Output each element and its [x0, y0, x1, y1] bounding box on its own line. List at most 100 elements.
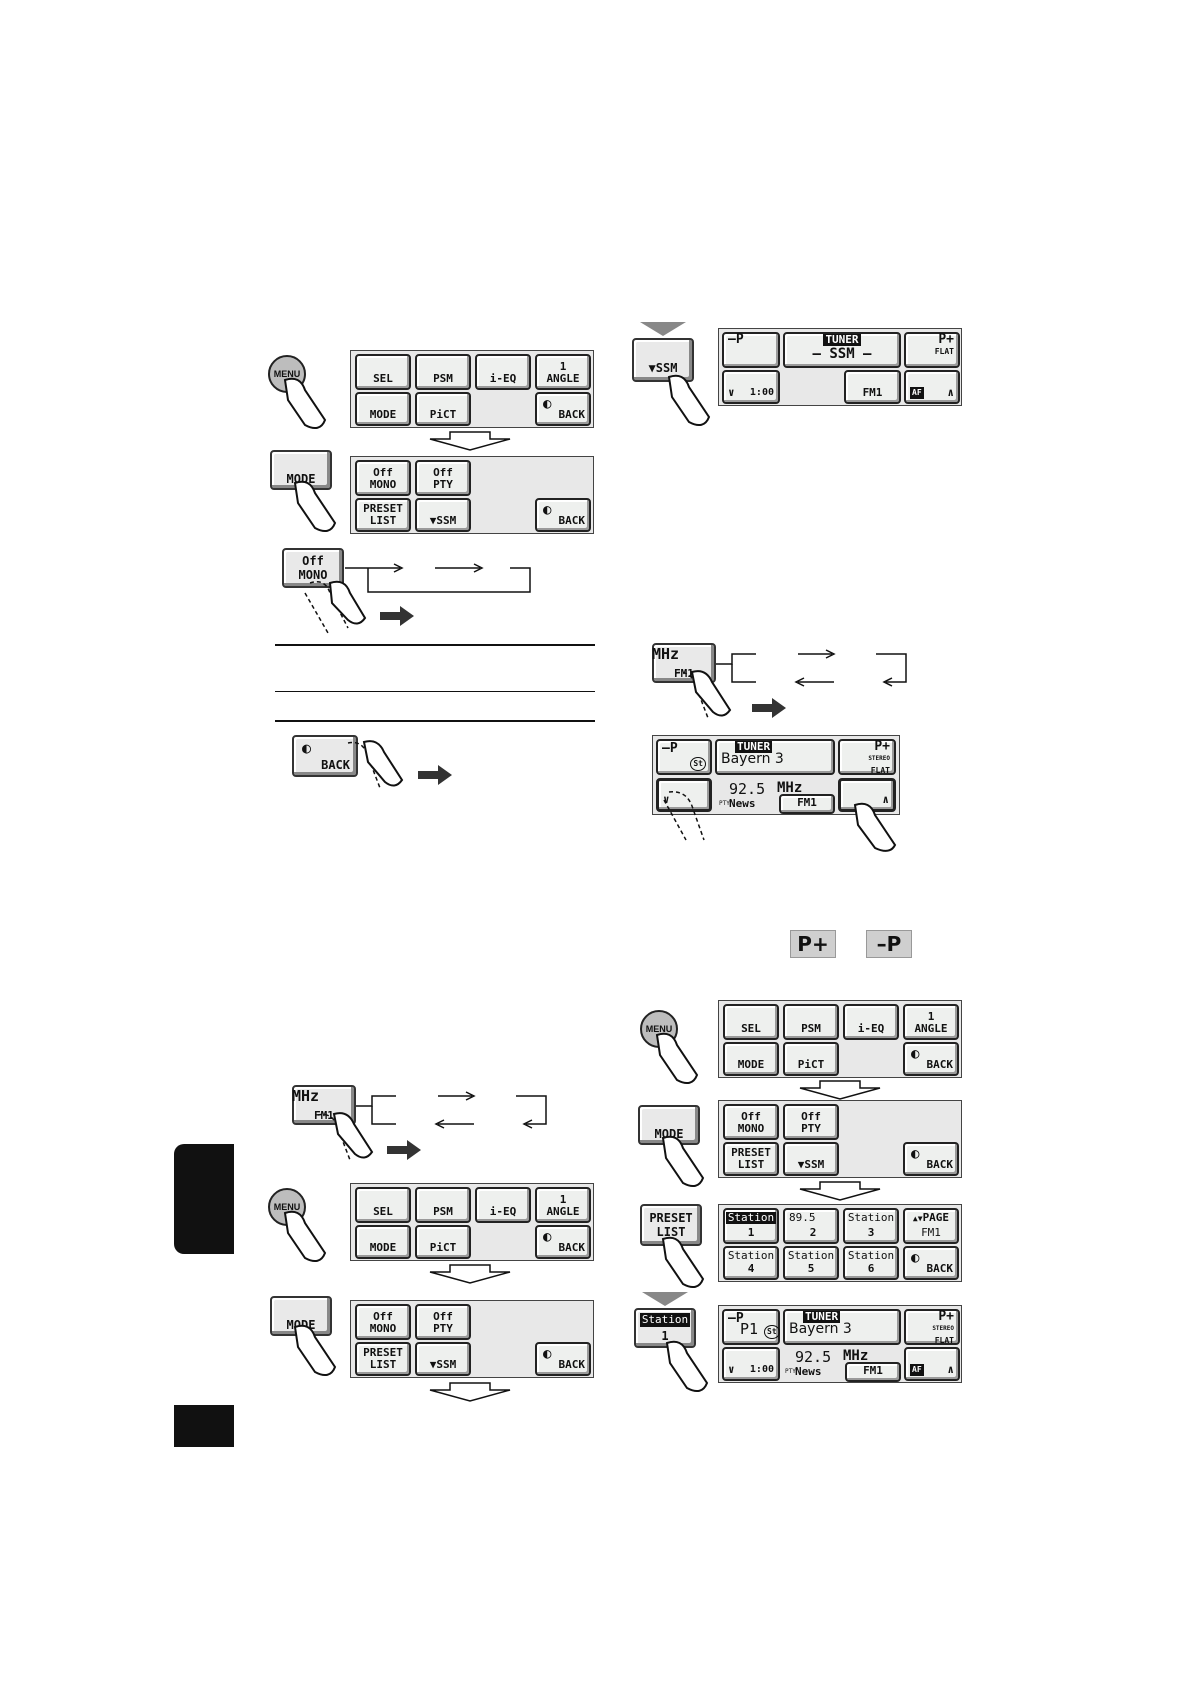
ssm-button[interactable]: ▼SSM — [783, 1142, 839, 1176]
back-label: BACK — [926, 1262, 954, 1275]
back-button[interactable]: ◐BACK — [903, 1142, 959, 1176]
band-button[interactable]: FM1 — [845, 1362, 901, 1382]
band-button[interactable]: FM1 — [779, 794, 835, 814]
back-hw-button[interactable]: ◐BACK — [292, 735, 358, 777]
ssm-button[interactable]: ▼SSM — [415, 1342, 471, 1376]
angle-label: ANGLE — [546, 1205, 580, 1218]
psm-button[interactable]: PSM — [415, 1187, 471, 1223]
mono-hw-label: MONO — [298, 568, 328, 582]
ieq-button[interactable]: i-EQ — [475, 1187, 531, 1223]
ssm-hw-button[interactable]: ▼SSM — [632, 338, 694, 382]
mode-button[interactable]: MODE — [355, 392, 411, 426]
back-button[interactable]: ◐BACK — [535, 392, 591, 426]
seek-up-button[interactable]: AF∧ — [904, 370, 960, 404]
back-button[interactable]: ◐BACK — [903, 1042, 959, 1076]
chevron-down-icon: ∨ — [728, 386, 735, 399]
p-plus-icon: P+ — [790, 930, 836, 958]
p-plus-button[interactable]: P+ FLAT — [904, 332, 960, 368]
seek-down-button[interactable]: ∨1:00 — [722, 370, 780, 404]
frequency-display: 92.5 PTY News — [717, 780, 775, 812]
minus-p-button[interactable]: –P St — [656, 739, 712, 775]
back-button[interactable]: ◐BACK — [903, 1246, 959, 1280]
station-name: Bayern 3 — [789, 1321, 852, 1337]
arrow-down-icon — [799, 1080, 881, 1100]
pty-label: PTY — [719, 800, 730, 807]
band-hw-button[interactable]: MHz FM1 — [652, 643, 716, 683]
knob-icon: ◐ — [543, 1346, 552, 1362]
ssm-button[interactable]: ▼SSM — [415, 498, 471, 532]
page-label-wrap: ▲▼PAGE — [913, 1212, 949, 1225]
mode-hw-button[interactable]: MODE — [270, 450, 332, 490]
finger-icon — [283, 1210, 327, 1263]
seek-down-button[interactable]: ∨1:00 — [722, 1347, 780, 1381]
stereo-label: STEREO — [868, 755, 890, 762]
back-label: BACK — [926, 1158, 954, 1171]
ieq-button[interactable]: i-EQ — [475, 354, 531, 390]
pty-genre: News — [795, 1365, 822, 1378]
psm-button[interactable]: PSM — [415, 354, 471, 390]
ieq-button[interactable]: i-EQ — [843, 1004, 899, 1040]
pict-button[interactable]: PiCT — [783, 1042, 839, 1076]
pict-button[interactable]: PiCT — [415, 392, 471, 426]
station-1-hw-button[interactable]: Station 1 — [634, 1308, 696, 1348]
arrow-down-icon — [429, 1264, 511, 1284]
arrow-right-icon — [752, 698, 786, 718]
sel-button[interactable]: SEL — [723, 1004, 779, 1040]
finger-icon — [655, 1032, 699, 1085]
preset-1-name: Station — [725, 1211, 777, 1224]
mhz-unit: MHz — [843, 1348, 869, 1364]
station-hw-label: Station — [639, 1313, 691, 1327]
back-button[interactable]: ◐BACK — [535, 498, 591, 532]
preset-5-name: Station — [787, 1249, 835, 1262]
pict-button[interactable]: PiCT — [415, 1225, 471, 1259]
back-label: BACK — [558, 408, 586, 421]
mode-button[interactable]: MODE — [723, 1042, 779, 1076]
flat-label: FLAT — [934, 347, 954, 356]
p-plus-button[interactable]: P+ STEREO FLAT — [838, 739, 896, 775]
ssm-label-wrap: ▼SSM — [797, 1158, 825, 1171]
seek-up-button[interactable]: AF∧ — [904, 1347, 960, 1381]
p-plus-button[interactable]: P+ STEREO FLAT — [904, 1309, 960, 1345]
sel-button[interactable]: SEL — [355, 354, 411, 390]
chevron-up-icon: ∧ — [947, 1363, 954, 1376]
ssm-label: SSM — [436, 514, 457, 527]
cycle-diagram — [345, 563, 531, 593]
back-button[interactable]: ◐BACK — [535, 1342, 591, 1376]
seek-down-button[interactable]: ∨ — [656, 778, 712, 812]
tuner-label: TUNER — [803, 1310, 841, 1323]
pty-label: PTY — [433, 1322, 453, 1335]
minus-p-button[interactable]: –P P1 St — [722, 1309, 780, 1345]
mode-button[interactable]: MODE — [355, 1225, 411, 1259]
ssm-label: SSM — [436, 1358, 457, 1371]
band-button[interactable]: FM1 — [844, 370, 901, 404]
back-button[interactable]: ◐BACK — [535, 1225, 591, 1259]
psm-button[interactable]: PSM — [783, 1004, 839, 1040]
sel-button[interactable]: SEL — [355, 1187, 411, 1223]
minus-p-button[interactable]: –P — [722, 332, 780, 368]
mono-state: Off — [741, 1110, 761, 1123]
ieq-label: i-EQ — [489, 372, 517, 385]
mono-state: Off — [373, 466, 393, 479]
